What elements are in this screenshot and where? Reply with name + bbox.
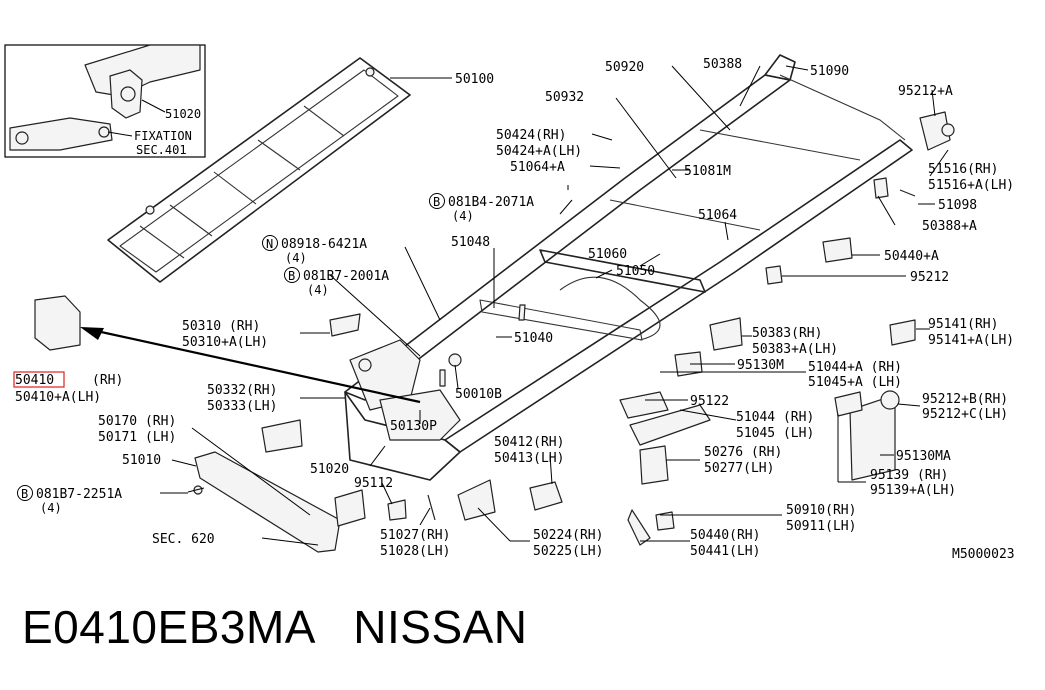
- circled-n-letter: N: [266, 237, 273, 251]
- label-diagram-code: M5000023: [952, 547, 1015, 562]
- label-95122: 95122: [690, 394, 729, 409]
- label-50332: 50332(RH): [207, 383, 277, 398]
- label-50910: 50910(RH): [786, 503, 856, 518]
- label-50310-rh: 50310 (RH): [182, 319, 260, 334]
- label-51048: 51048: [451, 235, 490, 250]
- circled-n: [262, 235, 278, 251]
- label-51516-lh: 51516+A(LH): [928, 178, 1014, 193]
- label-50224: 50224(RH): [533, 528, 603, 543]
- label-50920: 50920: [605, 60, 644, 75]
- loose-parts: [34, 111, 955, 553]
- label-95212: 95212: [910, 270, 949, 285]
- label-50911: 50911(LH): [786, 519, 856, 534]
- leader-lines: [160, 65, 949, 546]
- label-50333: 50333(LH): [207, 399, 277, 414]
- label-50413: 50413(LH): [494, 451, 564, 466]
- label-95130ma: 95130MA: [896, 449, 951, 464]
- circled-b-1-letter: B: [433, 195, 440, 209]
- circled-b-3: [17, 485, 33, 501]
- part-50410-shape: [34, 295, 81, 351]
- label-51060: 51060: [588, 247, 627, 262]
- label-50410: 50410: [15, 373, 54, 388]
- label-51028: 51028(LH): [380, 544, 450, 559]
- label-51050: 51050: [616, 264, 655, 279]
- circled-b-2: [284, 267, 300, 283]
- label-50277: 50277(LH): [704, 461, 774, 476]
- main-frame: [344, 54, 913, 481]
- label-50170: 50170 (RH): [98, 414, 176, 429]
- frame-overview: 50100: [107, 57, 494, 283]
- label-50130p: 50130P: [390, 419, 437, 434]
- label-081b4-qty: (4): [452, 209, 474, 223]
- label-51045-a-lh: 51045+A (LH): [808, 375, 902, 390]
- label-95212-a: 95212+A: [898, 84, 953, 99]
- circled-b-2-letter: B: [288, 269, 295, 283]
- part-number-footer: E0410EB3MA NISSAN: [22, 601, 528, 653]
- label-50383-rh: 50383(RH): [752, 326, 822, 341]
- label-95212-c-lh: 95212+C(LH): [922, 407, 1008, 422]
- label-50100: 50100: [455, 72, 494, 87]
- label-95130m: 95130M: [737, 358, 784, 373]
- label-50225: 50225(LH): [533, 544, 603, 559]
- label-sec-620: SEC. 620: [152, 532, 215, 547]
- label-51045-lh: 51045 (LH): [736, 426, 814, 441]
- label-51064-a: 51064+A: [510, 160, 565, 175]
- label-51081m: 51081M: [684, 164, 731, 179]
- label-50440-a: 50440+A: [884, 249, 939, 264]
- label-51064: 51064: [698, 208, 737, 223]
- label-081b7: 081B7-2001A: [303, 269, 389, 284]
- label-50424-rh: 50424(RH): [496, 128, 566, 143]
- label-081b7-qty: (4): [307, 283, 329, 297]
- label-51044-a-rh: 51044+A (RH): [808, 360, 902, 375]
- label-081b7-b-qty: (4): [40, 501, 62, 515]
- label-50441-lh: 50441(LH): [690, 544, 760, 559]
- label-51044-rh: 51044 (RH): [736, 410, 814, 425]
- circled-b-1: [429, 193, 445, 209]
- label-51098: 51098: [938, 198, 977, 213]
- label-95141-rh: 95141(RH): [928, 317, 998, 332]
- label-50171: 50171 (LH): [98, 430, 176, 445]
- label-51020: 51020: [310, 462, 349, 477]
- label-51516-rh: 51516(RH): [928, 162, 998, 177]
- arrow-50410: [80, 327, 421, 404]
- label-50424-lh: 50424+A(LH): [496, 144, 582, 159]
- label-081b7-b: 081B7-2251A: [36, 487, 122, 502]
- label-95212-b-rh: 95212+B(RH): [922, 392, 1008, 407]
- inset-part-label: 51020: [165, 107, 201, 121]
- label-50310-lh: 50310+A(LH): [182, 335, 268, 350]
- label-50388-a: 50388+A: [922, 219, 977, 234]
- label-50010b: 50010B: [455, 387, 502, 402]
- inset-detail: 51020 FIXATION SEC.401: [4, 44, 206, 158]
- inset-section-label: SEC.401: [136, 143, 187, 157]
- label-95112: 95112: [354, 476, 393, 491]
- label-95139-lh: 95139+A(LH): [870, 483, 956, 498]
- label-08918: 08918-6421A: [281, 237, 367, 252]
- label-08918-qty: (4): [285, 251, 307, 265]
- label-51040: 51040: [514, 331, 553, 346]
- label-50412: 50412(RH): [494, 435, 564, 450]
- label-95139-rh: 95139 (RH): [870, 468, 948, 483]
- label-51090: 51090: [810, 64, 849, 79]
- label-50932: 50932: [545, 90, 584, 105]
- circled-b-3-letter: B: [21, 487, 28, 501]
- label-95141-lh: 95141+A(LH): [928, 333, 1014, 348]
- label-50276: 50276 (RH): [704, 445, 782, 460]
- label-51027: 51027(RH): [380, 528, 450, 543]
- part-labels: 50920 50388 51090 95212+A 50932 50424(RH…: [13, 57, 1015, 562]
- label-50410-rh: (RH): [92, 373, 123, 388]
- highlight-50410: [13, 371, 65, 388]
- label-50388: 50388: [703, 57, 742, 72]
- inset-fixation-label: FIXATION: [134, 129, 192, 143]
- label-081b4: 081B4-2071A: [448, 195, 534, 210]
- label-51010: 51010: [122, 453, 161, 468]
- label-50410-lh: 50410+A(LH): [15, 390, 101, 405]
- label-50440-rh: 50440(RH): [690, 528, 760, 543]
- label-50383-lh: 50383+A(LH): [752, 342, 838, 357]
